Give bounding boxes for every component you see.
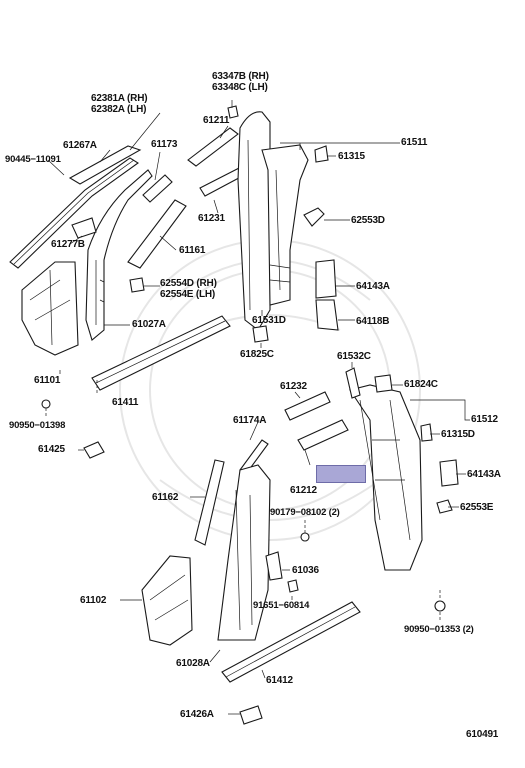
part-61425-shape [83,441,105,459]
part-62553E-shape [436,499,453,514]
label-61162: 61162 [152,492,179,503]
label-62553D: 62553D [351,215,385,226]
part-61028A-shape [217,464,271,641]
label-90445-11091: 90445−11091 [5,154,61,165]
label-62554E: 62554E (LH) [160,289,216,300]
highlighted-part-marker [316,465,366,483]
label-90950-01353: 90950−01353 (2) [404,624,474,635]
part-61102-shape [141,555,193,646]
roof-rail-strips [9,145,142,269]
label-61102: 61102 [80,595,107,606]
label-63347B: 63347B (RH) [212,71,269,82]
plug-90950-01398 [41,399,51,409]
part-61315D-shape [420,423,433,442]
label-61824C: 61824C [404,379,438,390]
label-90179-08102: 90179−08102 (2) [270,507,340,518]
label-64143A-lower: 64143A [467,469,501,480]
part-64143A-shape [315,259,337,299]
part-62553D-shape [303,207,325,227]
label-91651-60814: 91651−60814 [253,600,310,611]
part-61173-shape [142,174,173,203]
label-62554D: 62554D (RH) [160,278,217,289]
part-61232-shape [284,391,331,421]
label-90950-01398: 90950−01398 [9,420,66,431]
label-61411: 61411 [112,397,139,408]
part-61162-shape [194,459,225,546]
leader-lines [45,100,470,715]
part-61532C-shape [345,367,361,399]
part-61315-shape [314,145,329,163]
label-61101: 61101 [34,375,61,386]
reference-code: 610491 [466,729,499,740]
part-61824C-shape [374,374,393,393]
label-61825C: 61825C [240,349,274,360]
label-61511: 61511 [401,137,428,148]
label-61512: 61512 [471,414,498,425]
part-62554D-shape [129,277,145,293]
label-61532C: 61532C [337,351,371,362]
label-61277B: 61277B [51,239,85,250]
label-61028A: 61028A [176,658,210,669]
label-61412: 61412 [266,675,293,686]
plug-90950-01353 [434,600,446,612]
label-63348C: 63348C (LH) [212,82,268,93]
label-61531D: 61531D [252,315,286,326]
label-61426A: 61426A [180,709,214,720]
label-62381A: 62381A (RH) [91,93,148,104]
label-61161: 61161 [179,245,206,256]
part-61511-shape [237,111,309,331]
label-61232: 61232 [280,381,307,392]
label-61174A: 61174A [233,415,267,426]
part-64143A-lower-shape [439,459,459,487]
label-61212: 61212 [290,485,317,496]
part-63347B-shape [227,105,239,119]
label-61027A: 61027A [132,319,166,330]
label-61425: 61425 [38,444,65,455]
bolt-91651-60814 [287,579,299,593]
part-61825C-shape [252,325,269,343]
part-61211-shape [187,127,239,167]
label-61315D: 61315D [441,429,475,440]
label-61173: 61173 [151,139,178,150]
part-61212-shape [297,419,349,451]
label-61231: 61231 [198,213,225,224]
nut-90179-08102 [300,532,310,542]
part-61161-shape [127,199,187,269]
label-61267A: 61267A [63,140,97,151]
label-61315: 61315 [338,151,365,162]
label-64143A: 64143A [356,281,390,292]
label-62553E: 62553E [460,502,494,513]
label-61211: 61211 [203,115,230,126]
label-62382A: 62382A (LH) [91,104,147,115]
part-61036-shape [265,551,283,581]
label-61036: 61036 [292,565,319,576]
part-61277B-shape [71,217,97,239]
part-61027A-shape [85,169,153,341]
part-61426A-shape [239,705,263,725]
part-61101-shape [21,261,79,356]
label-64118B: 64118B [356,316,390,327]
part-64118B-shape [315,299,339,331]
